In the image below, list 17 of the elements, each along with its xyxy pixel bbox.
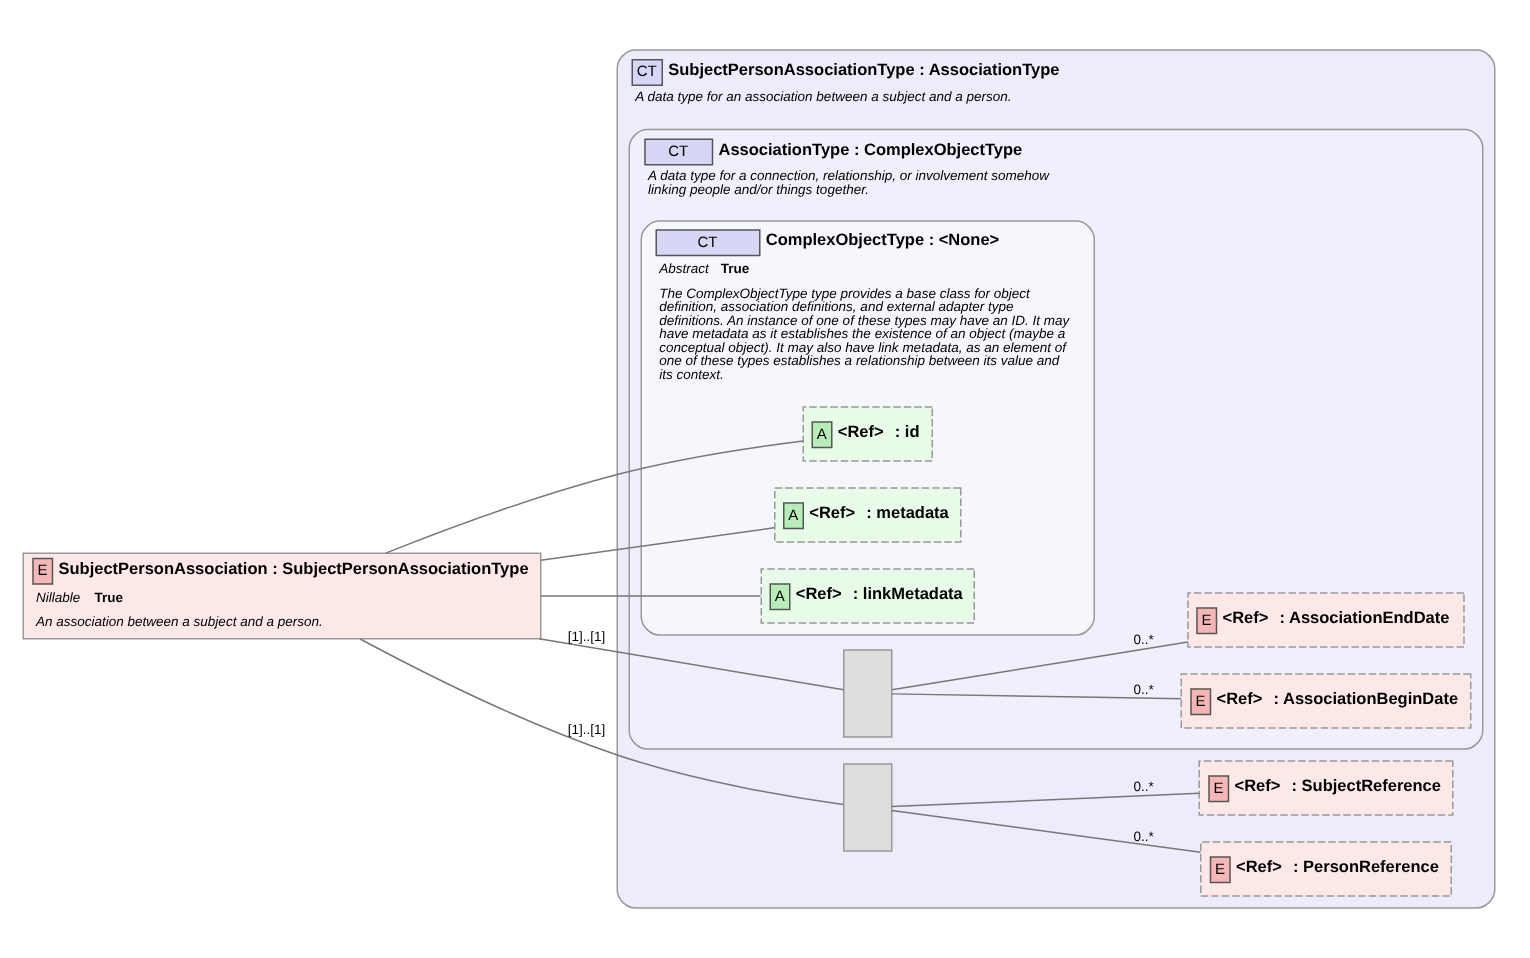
connector — [891, 792, 1200, 808]
node-box: E <Ref> : AssociationEndDate — [1187, 592, 1465, 648]
node-box — [843, 649, 893, 738]
node-box — [843, 763, 893, 852]
node-box: E <Ref> : PersonReference — [1200, 841, 1452, 897]
connector — [891, 809, 1202, 853]
node-box: A <Ref> : linkMetadata — [760, 568, 975, 624]
connector — [540, 595, 762, 597]
node-box: E <Ref> : SubjectReference — [1198, 760, 1454, 816]
connector — [891, 693, 1182, 700]
connector — [540, 527, 775, 561]
node-box: A <Ref> : id — [802, 406, 933, 462]
connector — [891, 641, 1189, 691]
node-box: E <Ref> : AssociationBeginDate — [1180, 673, 1472, 729]
connector — [359, 638, 844, 806]
node-box: A <Ref> : metadata — [774, 487, 962, 543]
connector — [538, 638, 845, 691]
